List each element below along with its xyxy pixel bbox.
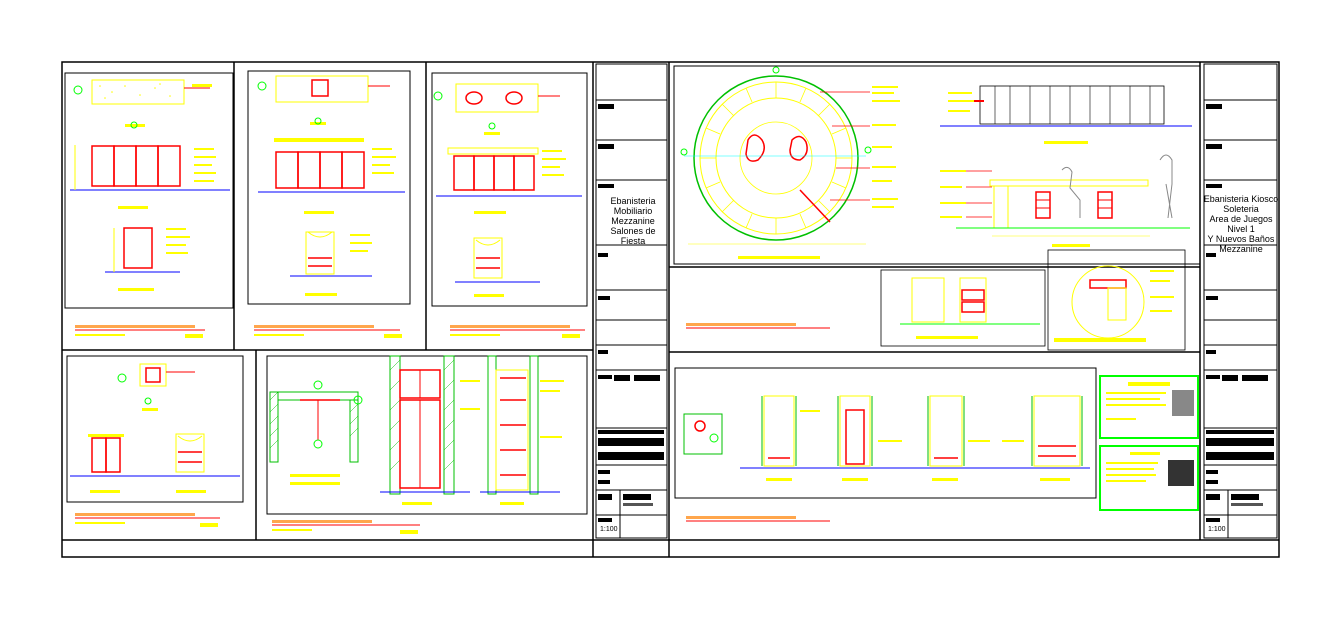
panel-closet [266,355,588,534]
title-right-line-4: Nivel 1 [1227,224,1255,234]
title-block-left-project: Ebanisteria Mobiliario Mezzanine Salones… [593,196,673,246]
title-left-line-3: Salones de [610,226,656,236]
panel-lavabo-3 [431,72,588,338]
counter-detail [1047,249,1186,351]
bathroom-elevations [674,367,1097,522]
title-right-line-5: Y Nuevos Baños [1207,234,1275,244]
panel-lavabo-4 [66,355,244,527]
north-arrow-markers [130,117,496,405]
title-right-scale: 1:100 [1208,526,1226,533]
sheet-frames [61,61,1280,558]
title-left-scale: 1:100 [600,526,618,533]
title-block-right [1204,99,1277,538]
title-right-line-3: Area de Juegos [1209,214,1273,224]
title-right-line-2: Soleteria [1223,204,1259,214]
material-sample-panels [1099,375,1199,511]
title-right-line-1: Ebanisteria Kiosco [1203,194,1279,204]
title-block-left [596,99,667,538]
title-block-right-project: Ebanisteria Kiosco Soleteria Area de Jue… [1203,194,1279,254]
kiosco-round-plan [673,65,1201,265]
kiosco-title-strip [686,323,830,329]
counter-elevation [940,154,1190,247]
module-detail [880,269,1046,347]
title-left-line-4: Fiesta [620,236,646,246]
title-left-line-1: Ebanisteria [610,196,656,206]
panel-lavabo-2 [247,70,411,338]
title-left-line-2: Mobiliario Mezzanine [611,206,655,226]
title-right-line-6: Mezzanine [1219,244,1263,254]
kiosco-elevation [940,85,1192,144]
panel-lavabo-1 [64,72,234,338]
